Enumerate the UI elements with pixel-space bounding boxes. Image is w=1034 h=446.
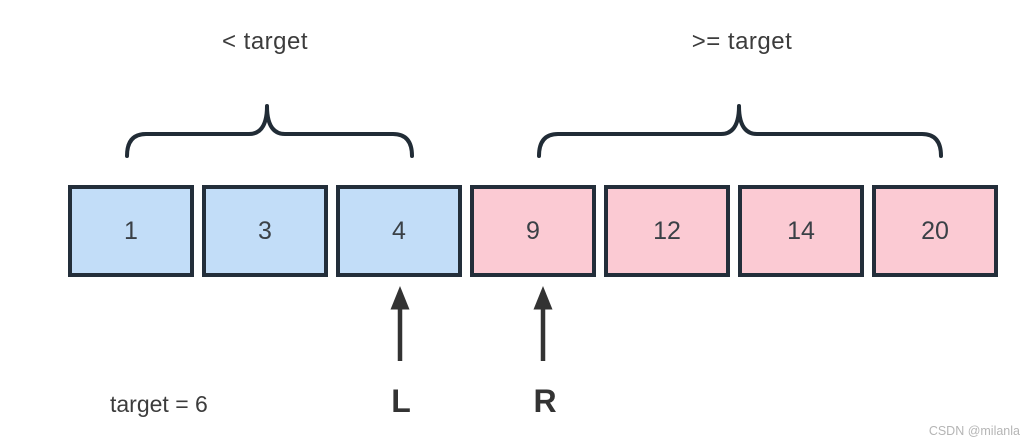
left-pointer-arrow [390, 286, 410, 361]
array-cell-5: 14 [738, 185, 864, 277]
watermark: CSDN @milanla [928, 424, 1020, 438]
left-partition-label: < target [221, 28, 309, 55]
right-pointer-label: R [533, 383, 557, 419]
array-cell-2: 4 [336, 185, 462, 277]
left-brace [125, 104, 414, 158]
array-cell-0: 1 [68, 185, 194, 277]
array-cell-1: 3 [202, 185, 328, 277]
array-cell-4: 12 [604, 185, 730, 277]
right-pointer-arrow [533, 286, 553, 361]
left-pointer-label: L [391, 383, 411, 419]
array-cell-3: 9 [470, 185, 596, 277]
right-brace [537, 104, 943, 158]
target-value-text: target = 6 [110, 391, 208, 417]
right-partition-label: >= target [691, 28, 793, 55]
array-cell-6: 20 [872, 185, 998, 277]
array-row: 1 3 4 9 12 14 20 [68, 185, 998, 277]
